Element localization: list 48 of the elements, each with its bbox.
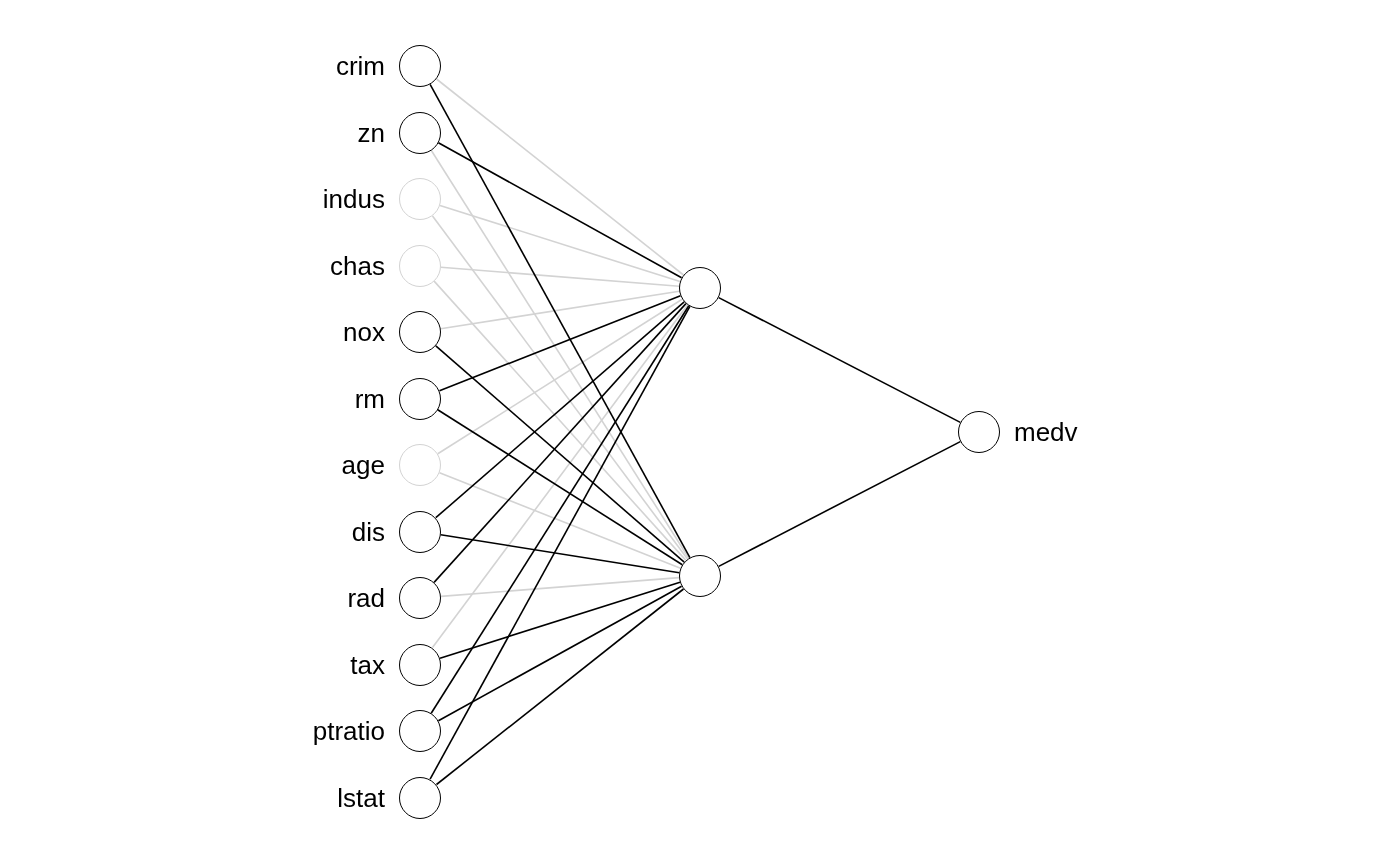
connection-line xyxy=(431,304,689,649)
connection-line xyxy=(431,215,689,560)
node-label: ptratio xyxy=(312,716,385,746)
connection-line xyxy=(437,298,683,455)
neuron-circle xyxy=(679,266,721,310)
connection-line xyxy=(436,408,684,566)
connection-line xyxy=(717,440,962,568)
node-label: chas xyxy=(330,250,385,281)
connection-line xyxy=(438,471,682,570)
node-label: rm xyxy=(354,383,385,414)
node-label: indus xyxy=(322,184,385,214)
connection-line xyxy=(435,78,685,276)
connection-line xyxy=(439,534,681,574)
node-label: tax xyxy=(350,649,385,680)
node-label: nox xyxy=(343,317,385,347)
connection-line xyxy=(437,141,683,279)
neuron-node xyxy=(335,44,441,88)
connection-line xyxy=(435,301,685,519)
connection-line xyxy=(717,296,962,424)
node-label: zn xyxy=(357,117,385,148)
neuron-node xyxy=(351,509,441,554)
node-label: crim xyxy=(335,51,385,81)
connection-line xyxy=(440,266,680,288)
neuron-node xyxy=(354,376,441,421)
neuron-node xyxy=(341,443,441,487)
connection-line xyxy=(435,588,685,786)
neuron-node xyxy=(958,410,1078,454)
neuron-circle xyxy=(679,554,721,598)
neuron-node xyxy=(337,775,441,820)
connection-line xyxy=(438,294,682,392)
node-label: age xyxy=(341,450,385,480)
node-label: rad xyxy=(347,583,385,613)
neuron-node xyxy=(347,576,441,620)
neuron-node xyxy=(322,177,441,221)
neuron-node xyxy=(312,709,441,753)
connection-line xyxy=(435,345,685,563)
node-label: lstat xyxy=(337,782,385,813)
neuron-node xyxy=(350,642,441,687)
node-label: dis xyxy=(351,516,385,547)
neuron-node xyxy=(343,310,441,354)
node-label: medv xyxy=(1014,417,1078,447)
connection-line xyxy=(437,585,683,722)
connection-line xyxy=(439,204,681,283)
connection-line xyxy=(440,576,680,598)
neuron-node xyxy=(357,110,441,155)
connection-line xyxy=(439,290,681,330)
neuron-node xyxy=(330,243,441,288)
connection-line xyxy=(439,581,681,659)
